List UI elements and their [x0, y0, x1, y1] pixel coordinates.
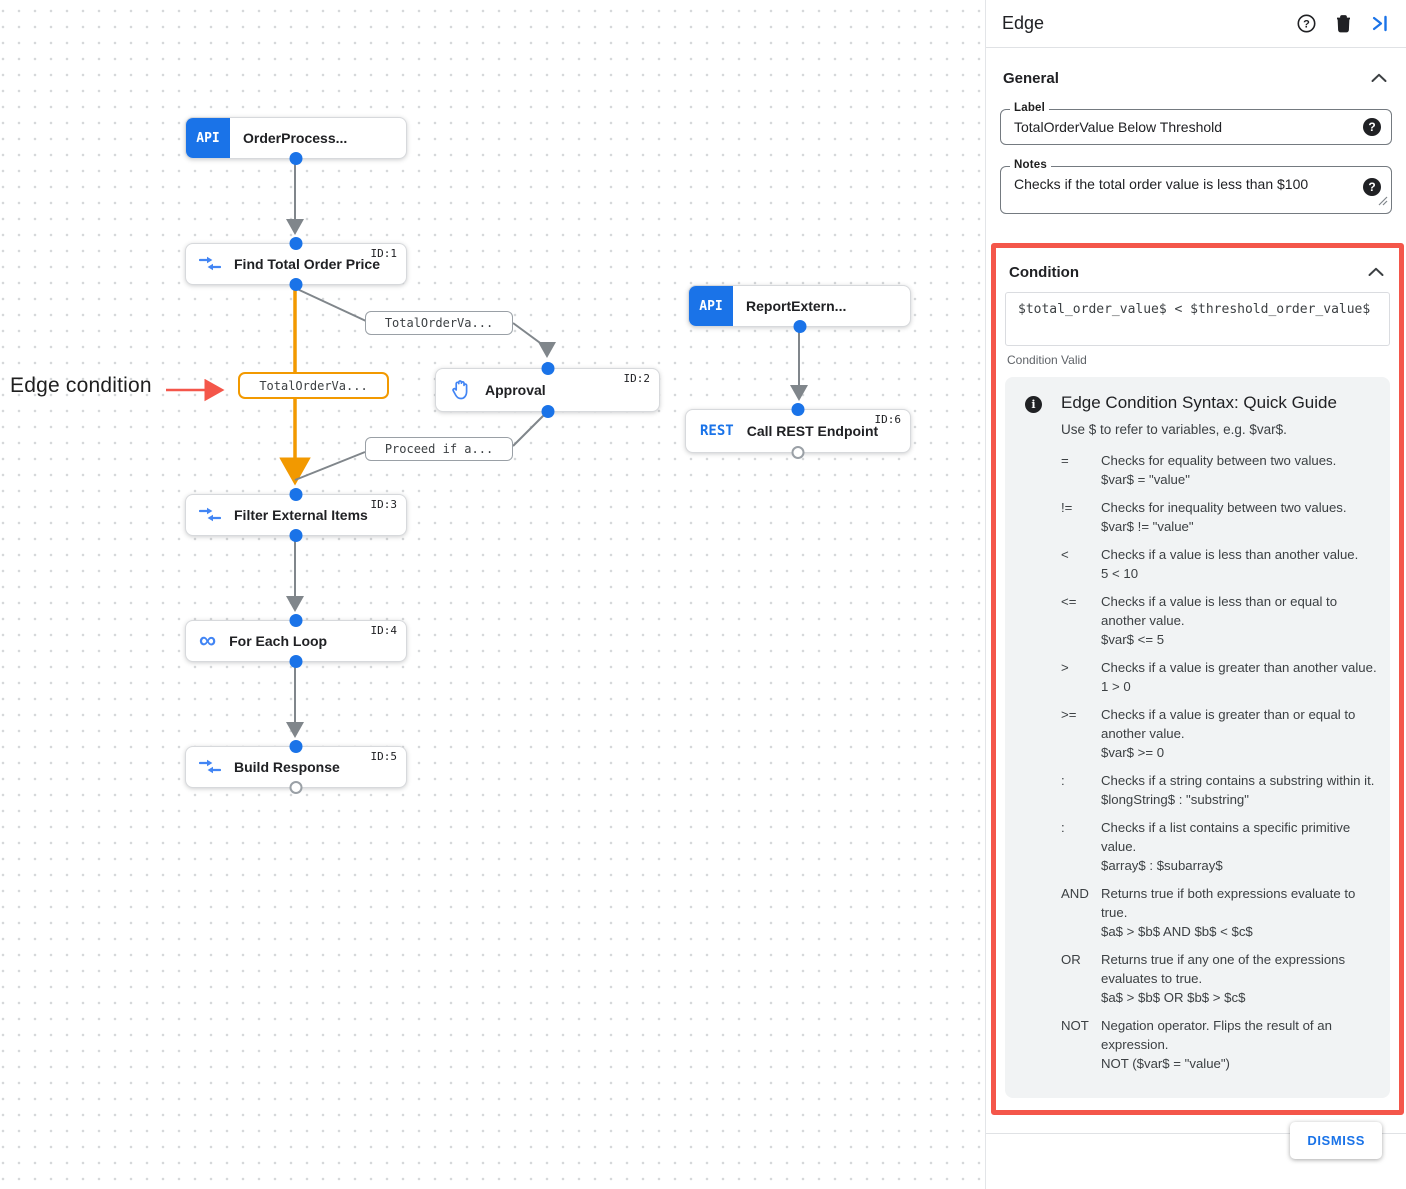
node-id: ID:6: [874, 413, 902, 426]
label-field-label: Label: [1010, 102, 1050, 114]
notes-field-value[interactable]: Checks if the total order value is less …: [1014, 176, 1309, 192]
guide-row-inequality: != Checks for inequality between two val…: [1061, 500, 1347, 534]
node-report-external[interactable]: API ReportExtern...: [688, 285, 911, 333]
guide-intro: Use $ to refer to variables, e.g. $var$.: [1061, 422, 1287, 437]
dismiss-button[interactable]: DISMISS: [1290, 1122, 1382, 1159]
collapse-panel-icon[interactable]: [1370, 14, 1390, 34]
chevron-up-icon[interactable]: [1366, 262, 1386, 282]
node-label: ReportExtern...: [746, 298, 847, 314]
notes-field-label: Notes: [1010, 159, 1051, 171]
condition-valid-status: Condition Valid: [1007, 353, 1087, 367]
label-field[interactable]: Label TotalOrderValue Below Threshold ?: [1000, 102, 1392, 145]
output-port[interactable]: [289, 655, 303, 668]
node-id: ID:2: [623, 372, 651, 385]
info-icon: i: [1025, 396, 1042, 413]
resize-grip-icon[interactable]: [1378, 193, 1388, 211]
guide-row-or: OR Returns true if any one of the expres…: [1061, 952, 1346, 1005]
output-port[interactable]: [793, 320, 806, 333]
input-port[interactable]: [289, 614, 303, 627]
condition-syntax-guide: i Edge Condition Syntax: Quick Guide Use…: [1005, 377, 1390, 1098]
node-id: ID:3: [370, 498, 398, 511]
guide-row-less-equal: <= Checks if a value is less than or equ…: [1061, 594, 1338, 647]
general-section: General Label TotalOrderValue Below Thre…: [986, 68, 1406, 214]
edge-label-totalordervalue-selected[interactable]: TotalOrderVa...: [238, 372, 389, 399]
node-label: Call REST Endpoint: [746, 423, 879, 439]
loop-icon: ∞: [199, 627, 217, 654]
data-mapping-icon: [199, 254, 221, 274]
node-id: ID:1: [370, 247, 398, 260]
api-trigger-icon: API: [689, 286, 733, 326]
node-order-process[interactable]: API OrderProcess...: [185, 117, 407, 165]
output-port[interactable]: [541, 405, 554, 418]
input-port[interactable]: [791, 403, 805, 416]
input-port[interactable]: [289, 488, 303, 501]
chevron-up-icon[interactable]: [1369, 68, 1389, 88]
edge-label-totalordervalue-approval[interactable]: TotalOrderVa...: [365, 311, 513, 335]
api-trigger-icon: API: [186, 118, 230, 158]
output-port[interactable]: [791, 446, 805, 459]
notes-help-icon[interactable]: ?: [1363, 178, 1381, 196]
workflow-canvas[interactable]: Edge condition API OrderProcess... Find …: [0, 0, 986, 1189]
guide-title: Edge Condition Syntax: Quick Guide: [1061, 393, 1337, 412]
svg-text:?: ?: [1303, 18, 1310, 30]
edge-condition-annotation: Edge condition: [10, 374, 152, 397]
guide-row-greater-than: > Checks if a value is greater than anot…: [1061, 660, 1377, 694]
edge-label-proceed-if[interactable]: Proceed if a...: [365, 437, 513, 461]
node-id: ID:5: [370, 750, 398, 763]
panel-title: Edge: [1002, 13, 1045, 33]
data-mapping-icon: [199, 757, 221, 777]
panel-header: Edge ?: [986, 0, 1406, 48]
node-for-each-loop[interactable]: ∞ For Each Loop ID:4: [185, 614, 407, 668]
node-id: ID:4: [370, 624, 398, 637]
guide-row-and: AND Returns true if both expressions eva…: [1061, 886, 1356, 939]
node-label: Build Response: [234, 759, 340, 775]
node-label: For Each Loop: [229, 633, 328, 649]
guide-row-equality: = Checks for equality between two values…: [1061, 453, 1337, 487]
node-build-response[interactable]: Build Response ID:5: [185, 740, 407, 794]
input-port[interactable]: [289, 740, 303, 753]
delete-edge-icon[interactable]: [1333, 14, 1353, 34]
node-label: Find Total Order Price: [234, 256, 380, 272]
guide-row-substring: : Checks if a string contains a substrin…: [1061, 773, 1375, 807]
output-port[interactable]: [289, 278, 303, 291]
label-help-icon[interactable]: ?: [1363, 118, 1381, 136]
node-label: Approval: [485, 382, 546, 398]
condition-expression-input[interactable]: $total_order_value$ < $threshold_order_v…: [1005, 292, 1390, 346]
output-port[interactable]: [289, 529, 303, 542]
label-field-value[interactable]: TotalOrderValue Below Threshold: [1014, 119, 1223, 135]
guide-row-greater-equal: >= Checks if a value is greater than or …: [1061, 707, 1356, 760]
general-heading: General: [1003, 69, 1059, 87]
edge-config-panel: Edge ? General Label: [985, 0, 1406, 1189]
node-filter-external-items[interactable]: Filter External Items ID:3: [185, 488, 407, 542]
guide-row-less-than: < Checks if a value is less than another…: [1061, 547, 1359, 581]
guide-row-not: NOT Negation operator. Flips the result …: [1061, 1018, 1332, 1071]
input-port[interactable]: [541, 362, 554, 375]
output-port[interactable]: [289, 781, 303, 794]
node-approval[interactable]: Approval ID:2: [435, 362, 660, 418]
node-label: OrderProcess...: [243, 130, 348, 146]
rest-icon: REST: [700, 423, 734, 439]
approval-hand-icon: [449, 378, 472, 402]
node-find-total-order-price[interactable]: Find Total Order Price ID:1: [185, 237, 407, 291]
data-mapping-icon: [199, 505, 221, 525]
edge-connectors: [166, 158, 808, 738]
node-call-rest-endpoint[interactable]: REST Call REST Endpoint ID:6: [685, 403, 911, 459]
help-icon[interactable]: ?: [1296, 14, 1316, 34]
footer-divider: [986, 1133, 1406, 1134]
condition-heading: Condition: [1009, 263, 1079, 281]
output-port[interactable]: [289, 152, 303, 165]
notes-field[interactable]: Notes Checks if the total order value is…: [1000, 159, 1392, 214]
condition-highlight-box: Condition $total_order_value$ < $thresho…: [991, 243, 1404, 1115]
guide-row-list-contains: : Checks if a list contains a specific p…: [1061, 820, 1351, 873]
input-port[interactable]: [289, 237, 303, 250]
node-label: Filter External Items: [234, 507, 368, 523]
